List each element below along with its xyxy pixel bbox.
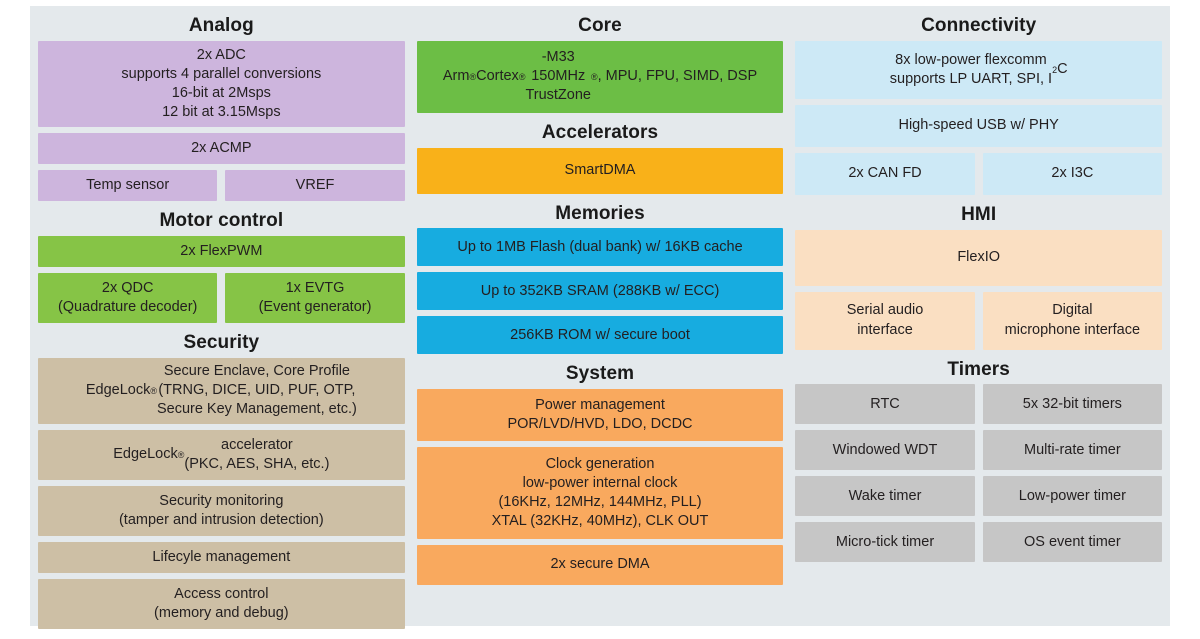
feature-block[interactable]: 2x I3C	[982, 152, 1163, 195]
feature-block[interactable]: Up to 352KB SRAM (288KB w/ ECC)	[416, 272, 784, 311]
section-title: Analog	[188, 15, 254, 36]
feature-block[interactable]: 2x QDC(Quadrature decoder)	[38, 272, 218, 323]
section-title: System	[565, 363, 635, 385]
section-title: Security	[183, 331, 260, 353]
section-title: Timers	[947, 358, 1010, 380]
section-title: HMI	[961, 203, 997, 225]
feature-block[interactable]: 5x 32-bit timers	[982, 384, 1163, 425]
section-title: Accelerators	[541, 121, 659, 143]
feature-block[interactable]: 2x ACMP	[38, 132, 405, 164]
feature-block[interactable]: Access control(memory and debug)	[38, 578, 405, 629]
feature-block[interactable]: SmartDMA	[416, 147, 784, 194]
section-title: Memories	[555, 202, 645, 224]
feature-block[interactable]: VREF	[225, 169, 405, 201]
feature-block[interactable]: 256KB ROM w/ secure boot	[416, 316, 784, 355]
feature-block[interactable]: 2x FlexPWM	[38, 235, 405, 267]
feature-block[interactable]: RTC	[795, 384, 975, 425]
feature-block[interactable]: Wake timer	[795, 476, 975, 517]
feature-block[interactable]: Temp sensor	[38, 169, 218, 201]
feature-block[interactable]: 2x CAN FD	[795, 152, 975, 195]
feature-block[interactable]: 2x secure DMA	[416, 545, 784, 585]
section-title: Motor control	[159, 210, 284, 231]
feature-block[interactable]: Multi-rate timer	[982, 430, 1163, 471]
feature-block[interactable]: 1x EVTG(Event generator)	[225, 272, 405, 323]
feature-block[interactable]: High-speed USB w/ PHY	[795, 104, 1163, 147]
feature-block[interactable]: Windowed WDT	[795, 430, 975, 471]
feature-block[interactable]: Low-power timer	[982, 476, 1163, 517]
feature-block[interactable]: EdgeLock® Secure Enclave, Core Profile(T…	[38, 357, 405, 424]
feature-block[interactable]: FlexIO	[795, 229, 1163, 286]
feature-block[interactable]: EdgeLock® accelerator(PKC, AES, SHA, etc…	[38, 429, 405, 480]
block-row: 2x QDC(Quadrature decoder)1x EVTG(Event …	[38, 272, 405, 323]
section-title: Connectivity	[921, 15, 1037, 36]
section-title: Core	[578, 15, 622, 36]
feature-block[interactable]: Lifecyle management	[38, 541, 405, 573]
feature-block[interactable]: Up to 1MB Flash (dual bank) w/ 16KB cach…	[416, 228, 784, 267]
feature-block[interactable]: Security monitoring(tamper and intrusion…	[38, 485, 405, 536]
feature-block[interactable]: OS event timer	[982, 522, 1163, 563]
feature-block[interactable]: Micro-tick timer	[795, 522, 975, 563]
